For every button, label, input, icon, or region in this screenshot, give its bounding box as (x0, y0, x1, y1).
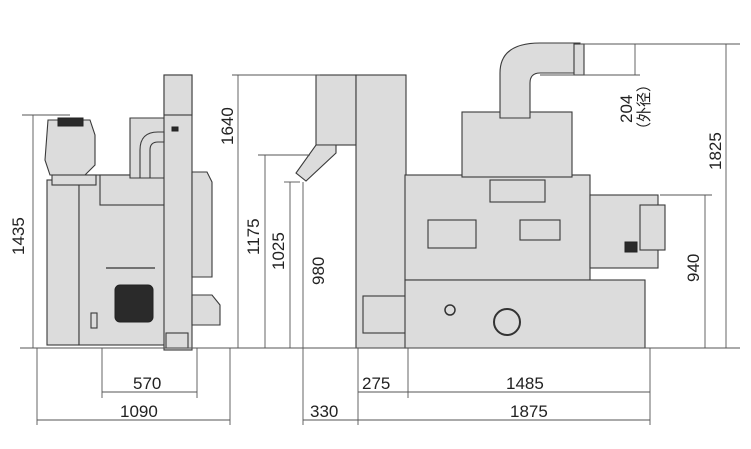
dim-1025: 1025 (269, 232, 288, 270)
dim-940: 940 (684, 254, 703, 282)
dim-980: 980 (309, 257, 328, 285)
dim-570: 570 (133, 374, 161, 393)
dim-1875: 1875 (510, 402, 548, 421)
dim-1175: 1175 (244, 218, 263, 255)
dim-204-note: （外径） (636, 77, 653, 137)
front-view-machine (295, 42, 666, 349)
dim-1825: 1825 (706, 132, 725, 170)
dim-330: 330 (310, 402, 338, 421)
dim-204: 204 (617, 95, 636, 123)
dimension-lines (20, 43, 740, 425)
side-view-machine (44, 74, 221, 351)
dim-1090: 1090 (120, 402, 158, 421)
dim-1435: 1435 (9, 217, 28, 255)
dim-1640: 1640 (218, 107, 237, 145)
dim-1485: 1485 (506, 374, 544, 393)
dim-275: 275 (362, 374, 390, 393)
